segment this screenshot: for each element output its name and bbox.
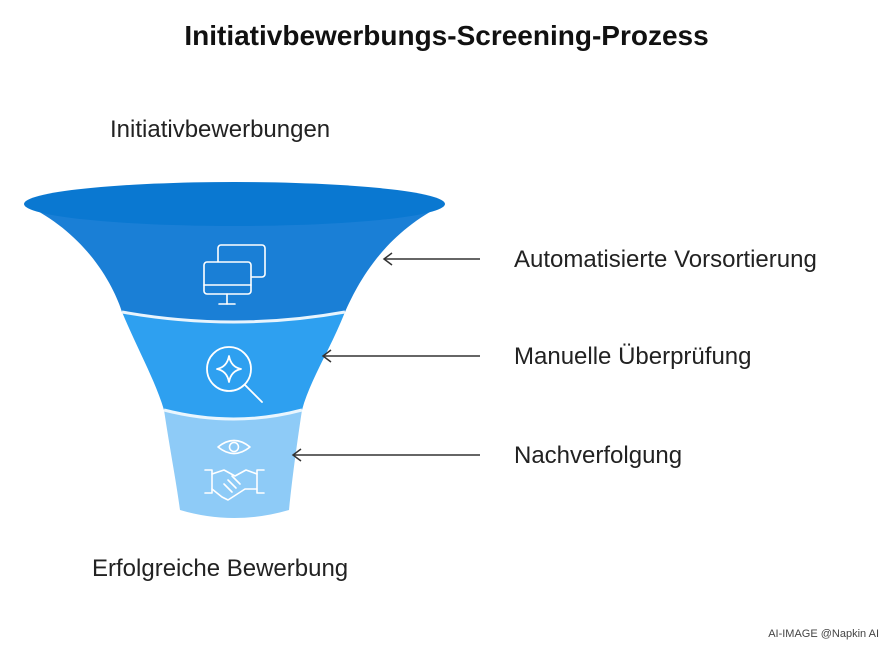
stage-label-follow-up: Nachverfolgung <box>514 442 683 469</box>
stage-label-manual-review: Manuelle Überprüfung <box>514 343 752 370</box>
stage-label-automated-presorting: Automatisierte Vorsortierung <box>514 246 817 273</box>
footer-credit: AI-IMAGE @Napkin AI <box>768 628 879 640</box>
stage-arrows <box>291 252 480 462</box>
funnel-input-label: Initiativbewerbungen <box>110 116 331 143</box>
stage-divider-2 <box>163 408 303 421</box>
funnel-rim <box>24 182 445 226</box>
funnel-stage-3 <box>164 410 302 518</box>
eye-handshake-icon <box>204 439 265 501</box>
arrowhead-stage-2 <box>321 349 332 363</box>
page-title: Initiativbewerbungs-Screening-Prozess <box>184 20 709 51</box>
stage-divider-1 <box>121 310 346 324</box>
funnel-output-label: Erfolgreiche Bewerbung <box>92 555 349 582</box>
arrowhead-stage-1 <box>382 252 393 266</box>
arrowhead-stage-3 <box>291 448 302 462</box>
magnifier-sparkle-icon <box>206 346 263 403</box>
monitors-icon <box>203 244 266 305</box>
